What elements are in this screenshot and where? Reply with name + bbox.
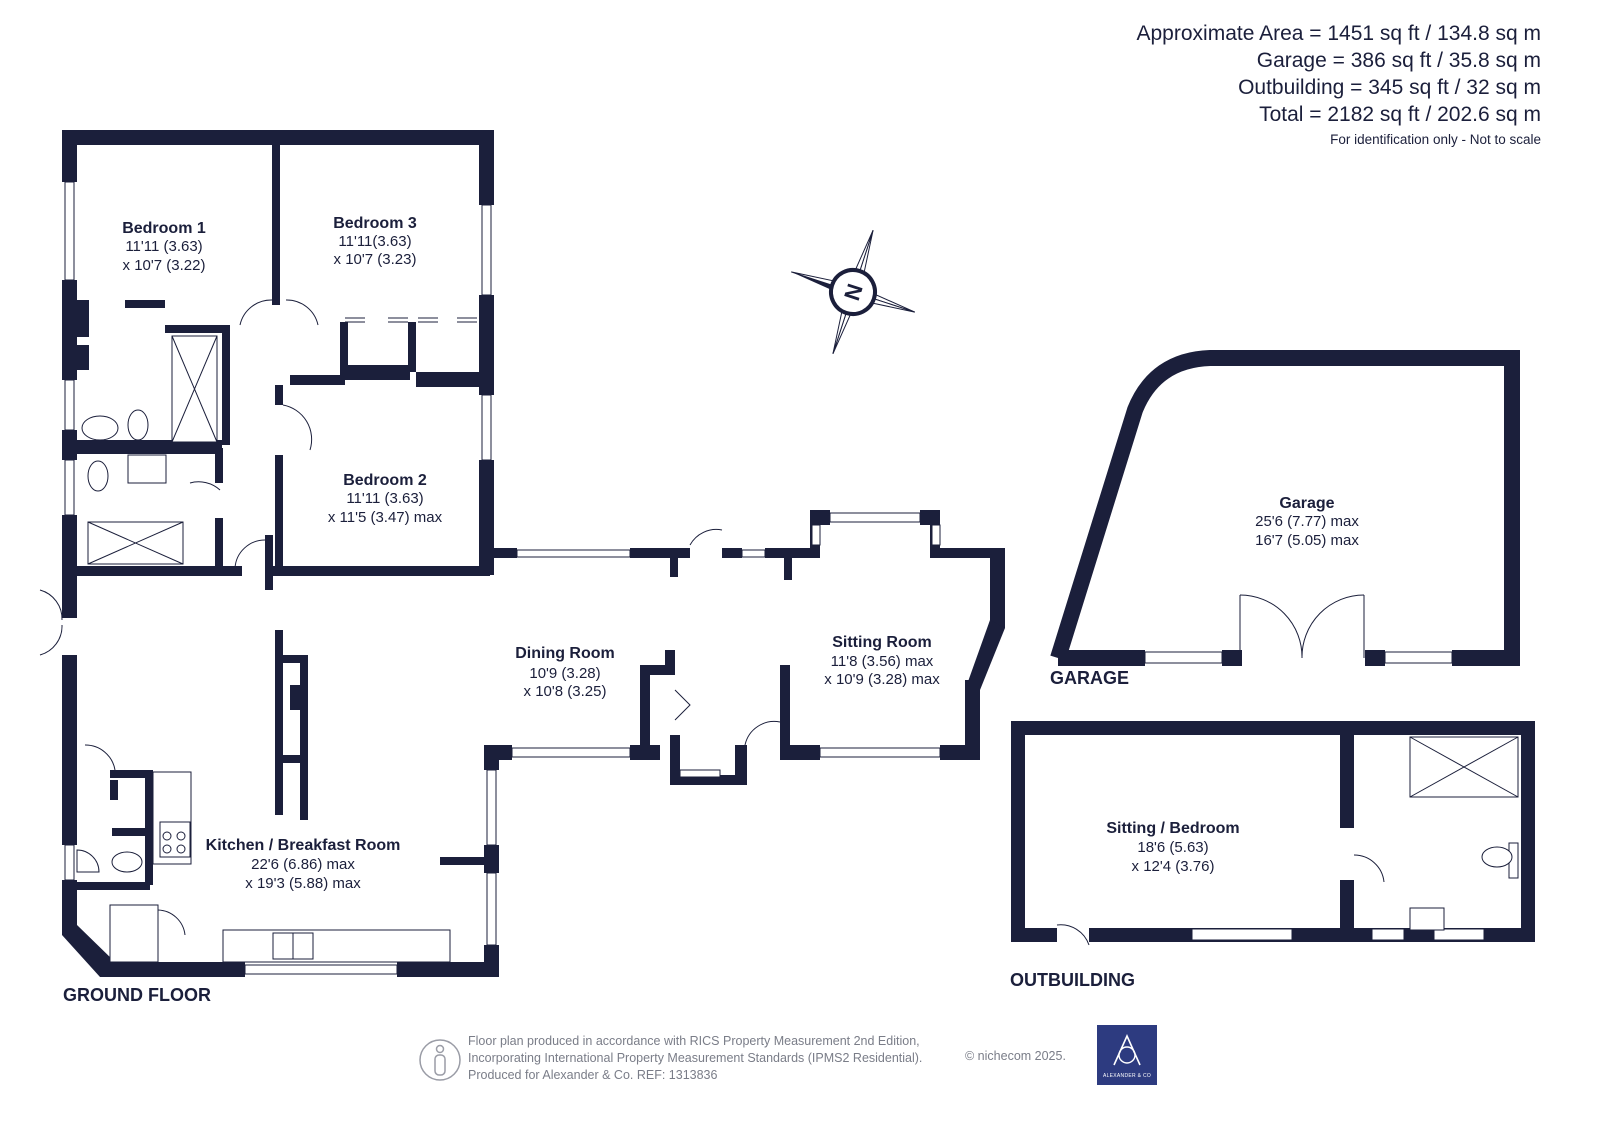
bathroom-fixtures (76, 335, 218, 873)
footer-line: Floor plan produced in accordance with R… (468, 1034, 920, 1048)
area-summary: Approximate Area = 1451 sq ft / 134.8 sq… (1137, 20, 1542, 152)
room-dimension: 18'6 (5.63) (1137, 839, 1208, 856)
room-name: Kitchen / Breakfast Room (206, 837, 401, 854)
floor-label-garage: GARAGE (1050, 668, 1129, 688)
room-dimension: 11'11 (3.63) (125, 238, 202, 255)
room-name: Sitting / Bedroom (1106, 820, 1239, 837)
windows (64, 181, 941, 975)
room-name: Sitting Room (832, 634, 932, 651)
room-dimension: 11'8 (3.56) max (831, 653, 934, 670)
wardrobe-markers (345, 317, 477, 323)
outbuilding-area: Outbuilding = 345 sq ft / 32 sq m (1238, 76, 1541, 99)
room-dimension: 25'6 (7.77) max (1255, 513, 1359, 530)
room-name: Dining Room (515, 645, 615, 662)
room-dimension: x 11'5 (3.47) max (328, 509, 443, 526)
floor-label-ground: GROUND FLOOR (63, 985, 211, 1005)
outbuilding-walls (1011, 721, 1535, 946)
compass-rose-icon (791, 229, 916, 355)
room-dimension: x 10'7 (3.22) (123, 257, 206, 274)
room-dimension: x 10'9 (3.28) max (824, 671, 940, 688)
scale-note: For identification only - Not to scale (1330, 132, 1541, 147)
room-dimension: 22'6 (6.86) max (251, 856, 355, 873)
room-dimension: 16'7 (5.05) max (1255, 532, 1359, 549)
room-dimension: x 10'7 (3.23) (334, 251, 417, 268)
garage-walls (1050, 350, 1520, 666)
room-name: Bedroom 2 (343, 472, 427, 489)
room-name: Garage (1279, 495, 1334, 512)
room-dimension: x 19'3 (5.88) max (245, 875, 361, 892)
footer-line: Produced for Alexander & Co. REF: 131383… (468, 1068, 718, 1082)
room-dimension: x 10'8 (3.25) (524, 683, 607, 700)
logo-text: ALEXANDER & CO (1102, 1073, 1152, 1079)
total-area: Total = 2182 sq ft / 202.6 sq m (1259, 103, 1541, 126)
room-name: Bedroom 1 (122, 220, 206, 237)
doors (39, 299, 781, 936)
floor-label-outbuilding: OUTBUILDING (1010, 970, 1135, 990)
logo-mark-icon (1113, 1034, 1141, 1066)
room-dimension: 11'11 (3.63) (346, 490, 423, 507)
room-name: Bedroom 3 (333, 215, 417, 232)
agency-logo: ALEXANDER & CO (1097, 1025, 1157, 1085)
room-dimension: 10'9 (3.28) (529, 665, 600, 682)
footer-text: Floor plan produced in accordance with R… (468, 1033, 922, 1084)
room-dimension: 11'11(3.63) (338, 233, 411, 250)
compass-label: N (839, 281, 868, 304)
ground-floor-walls (62, 130, 1005, 977)
rics-person-icon (419, 1039, 461, 1081)
room-dimension: x 12'4 (3.76) (1132, 858, 1215, 875)
garage-area: Garage = 386 sq ft / 35.8 sq m (1256, 49, 1541, 72)
approx-area: Approximate Area = 1451 sq ft / 134.8 sq… (1136, 22, 1542, 45)
room-labels: Bedroom 1 11'11 (3.63) x 10'7 (3.22) Bed… (122, 215, 1359, 892)
footer-line: Incorporating International Property Mea… (468, 1051, 923, 1065)
copyright: © nichecom 2025. (965, 1049, 1066, 1063)
kitchen-counters (109, 771, 451, 963)
